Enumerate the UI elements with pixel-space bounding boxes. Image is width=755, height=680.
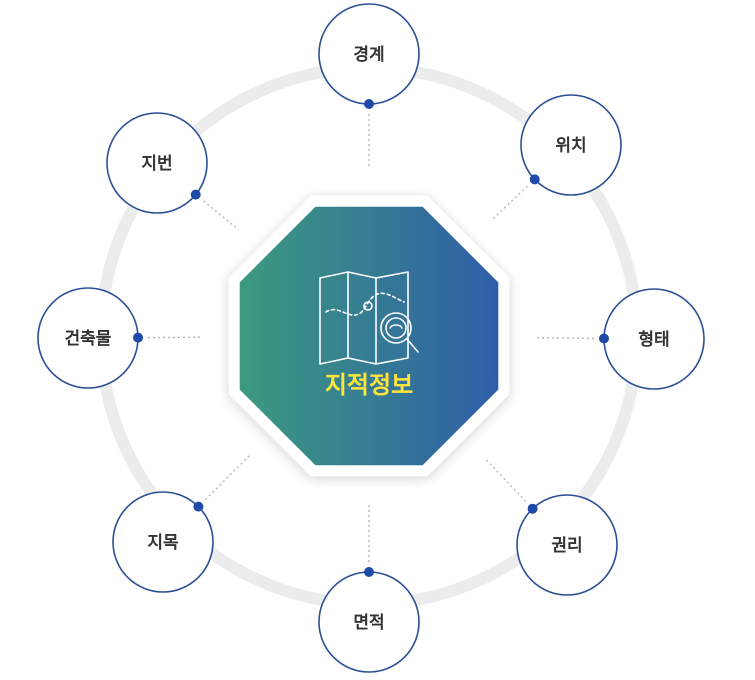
node-land-category[interactable]: 지목 bbox=[112, 491, 214, 593]
connector-dot-boundary bbox=[364, 99, 374, 109]
connector-dot-land-category bbox=[193, 501, 204, 512]
node-circle bbox=[520, 94, 622, 196]
node-rights[interactable]: 권리 bbox=[516, 494, 618, 596]
connector-dots bbox=[133, 99, 609, 577]
node-circle bbox=[106, 112, 208, 214]
node-label: 권리 bbox=[551, 536, 582, 556]
node-label: 경계 bbox=[353, 45, 384, 65]
center-octagon-fill bbox=[239, 206, 499, 466]
connector-dot-shape bbox=[599, 333, 609, 344]
connector-line-location bbox=[490, 185, 528, 222]
connector-lines bbox=[147, 114, 595, 562]
node-label: 건축물 bbox=[65, 329, 112, 349]
node-label: 지번 bbox=[141, 154, 172, 174]
node-area[interactable]: 면적 bbox=[318, 571, 420, 673]
node-label: 형태 bbox=[638, 329, 669, 350]
node-boundary[interactable]: 경계 bbox=[318, 3, 420, 105]
node-label: 면적 bbox=[353, 613, 384, 633]
node-circle bbox=[516, 494, 618, 596]
node-label: 위치 bbox=[555, 136, 586, 156]
center-label: 지적정보 bbox=[325, 371, 413, 399]
connector-line-land-category bbox=[204, 454, 251, 501]
node-building[interactable]: 건축물 bbox=[37, 287, 139, 389]
node-circle bbox=[112, 491, 214, 593]
connector-dot-rights bbox=[527, 503, 538, 514]
connector-line-shape bbox=[536, 337, 595, 340]
node-location[interactable]: 위치 bbox=[520, 94, 622, 196]
node-lot-number[interactable]: 지번 bbox=[106, 112, 208, 214]
connector-dot-location bbox=[529, 174, 540, 185]
center-octagon: 지적정보 bbox=[228, 195, 510, 477]
node-shape[interactable]: 형태 bbox=[603, 288, 705, 390]
node-label: 지목 bbox=[147, 533, 179, 553]
connector-dot-building bbox=[133, 332, 143, 343]
connector-dot-lot-number bbox=[190, 189, 201, 200]
connector-line-lot-number bbox=[203, 200, 240, 231]
connector-dot-area bbox=[364, 567, 374, 577]
map-search-icon bbox=[319, 271, 419, 365]
connector-line-rights bbox=[483, 457, 527, 502]
